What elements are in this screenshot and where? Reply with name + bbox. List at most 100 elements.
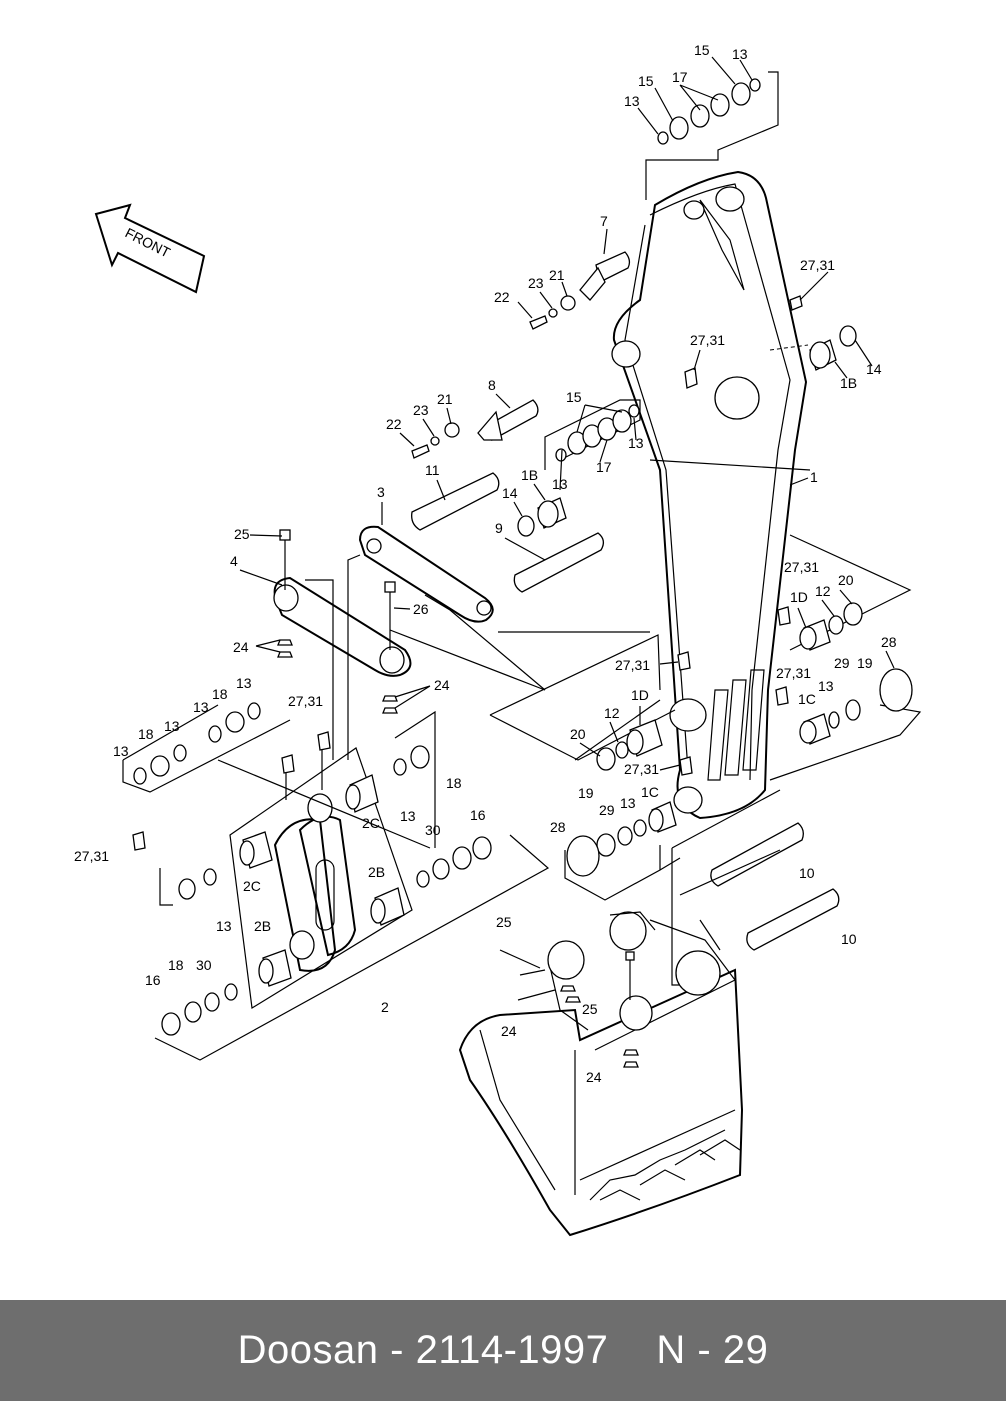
callout-22: 22: [494, 289, 510, 305]
center-lower-shims: [564, 699, 677, 901]
callout-15: 15: [694, 42, 710, 58]
callout-13: 13: [732, 46, 748, 62]
callout-19: 19: [578, 785, 594, 801]
right-shim-stack-upper: [789, 534, 912, 651]
link-4: [273, 529, 412, 714]
callout-9: 9: [495, 520, 503, 536]
callout-4: 4: [230, 553, 238, 569]
callout-27-31: 27,31: [624, 761, 659, 777]
callout-23: 23: [528, 275, 544, 291]
link-2-assembly: [229, 745, 413, 1009]
pins-10: [659, 789, 840, 986]
bucket: [458, 911, 744, 1237]
callout-24: 24: [233, 639, 249, 655]
left-shim-stack-lower: [154, 834, 550, 1061]
callout-1c: 1C: [798, 691, 816, 707]
pin-11: [411, 472, 500, 531]
callout-25: 25: [496, 914, 512, 930]
link-3: [358, 525, 494, 623]
callout-13: 13: [216, 918, 232, 934]
callout-1b: 1B: [521, 467, 538, 483]
callout-27-31: 27,31: [776, 665, 811, 681]
callout-16: 16: [145, 972, 161, 988]
callout-14: 14: [502, 485, 518, 501]
parts-diagram: FRONT: [74, 42, 922, 1237]
callout-leaders: [239, 56, 895, 771]
callout-11: 11: [425, 462, 440, 478]
callout-12: 12: [604, 705, 620, 721]
callout-24: 24: [434, 677, 450, 693]
callout-27-31: 27,31: [615, 657, 650, 673]
callout-13: 13: [113, 743, 129, 759]
callout-19: 19: [857, 655, 873, 671]
callout-14: 14: [866, 361, 882, 377]
callout-21: 21: [549, 267, 565, 283]
callout-16: 16: [470, 807, 486, 823]
middle-shim-stack: [544, 399, 641, 470]
top-shim-stack: [645, 71, 779, 200]
callout-13: 13: [193, 699, 209, 715]
callout-23: 23: [413, 402, 429, 418]
callout-1: 1: [810, 469, 818, 485]
callout-25: 25: [234, 526, 250, 542]
footer-part-number: Doosan - 2114-1997: [237, 1328, 609, 1372]
callout-2b: 2B: [254, 918, 271, 934]
callout-1d: 1D: [631, 687, 649, 703]
callout-29: 29: [599, 802, 615, 818]
callout-27-31: 27,31: [690, 332, 725, 348]
callout-1b: 1B: [840, 375, 857, 391]
callout-13: 13: [620, 795, 636, 811]
callout-13: 13: [400, 808, 416, 824]
callout-2: 2: [381, 999, 389, 1015]
callout-28: 28: [881, 634, 897, 650]
callout-8: 8: [488, 377, 496, 393]
callout-3: 3: [377, 484, 385, 500]
callout-24: 24: [501, 1023, 517, 1039]
callout-27-31: 27,31: [784, 559, 819, 575]
callout-24: 24: [586, 1069, 602, 1085]
callout-28: 28: [550, 819, 566, 835]
callout-29: 29: [834, 655, 850, 671]
callout-18: 18: [138, 726, 154, 742]
callout-13: 13: [628, 435, 644, 451]
footer-bar: Doosan - 2114-1997 N - 29: [0, 1300, 1006, 1401]
callout-27-31: 27,31: [800, 257, 835, 273]
callout-13: 13: [818, 678, 834, 694]
callout-2b: 2B: [368, 864, 385, 880]
callout-30: 30: [425, 822, 441, 838]
callout-2c: 2C: [243, 878, 261, 894]
callout-13: 13: [624, 93, 640, 109]
callout-27-31: 27,31: [74, 848, 109, 864]
right-shim-stack-lower: [769, 668, 922, 781]
bushing-1b-middle: [517, 497, 567, 537]
callout-17: 17: [596, 459, 612, 475]
callout-13: 13: [236, 675, 252, 691]
callout-21: 21: [437, 391, 453, 407]
center-shim-stack: [393, 710, 492, 888]
callout-18: 18: [168, 957, 184, 973]
callout-1d: 1D: [790, 589, 808, 605]
pin-8-assembly: [411, 399, 539, 459]
grease-fittings: [132, 367, 791, 851]
callout-20: 20: [570, 726, 586, 742]
arm-part-1: [611, 170, 811, 820]
callout-17: 17: [672, 69, 688, 85]
callout-27-31: 27,31: [288, 693, 323, 709]
callout-26: 26: [413, 601, 429, 617]
callout-20: 20: [838, 572, 854, 588]
callout-10: 10: [799, 865, 815, 881]
callout-30: 30: [196, 957, 212, 973]
footer-page-ref: N - 29: [656, 1328, 769, 1372]
callout-13: 13: [164, 718, 180, 734]
pin-7-assembly: [529, 251, 631, 330]
callout-18: 18: [212, 686, 228, 702]
pin-9: [513, 532, 605, 593]
front-arrow-icon: FRONT: [94, 203, 206, 294]
callouts: 15 13 15 17 13 7 27,31 23 21 22 27,31 14…: [74, 42, 897, 1085]
callout-15: 15: [638, 73, 654, 89]
callout-1c: 1C: [641, 784, 659, 800]
bushing-1b-upper: [769, 295, 857, 371]
left-shim-stack-upper: [122, 702, 431, 849]
callout-18: 18: [446, 775, 462, 791]
callout-22: 22: [386, 416, 402, 432]
